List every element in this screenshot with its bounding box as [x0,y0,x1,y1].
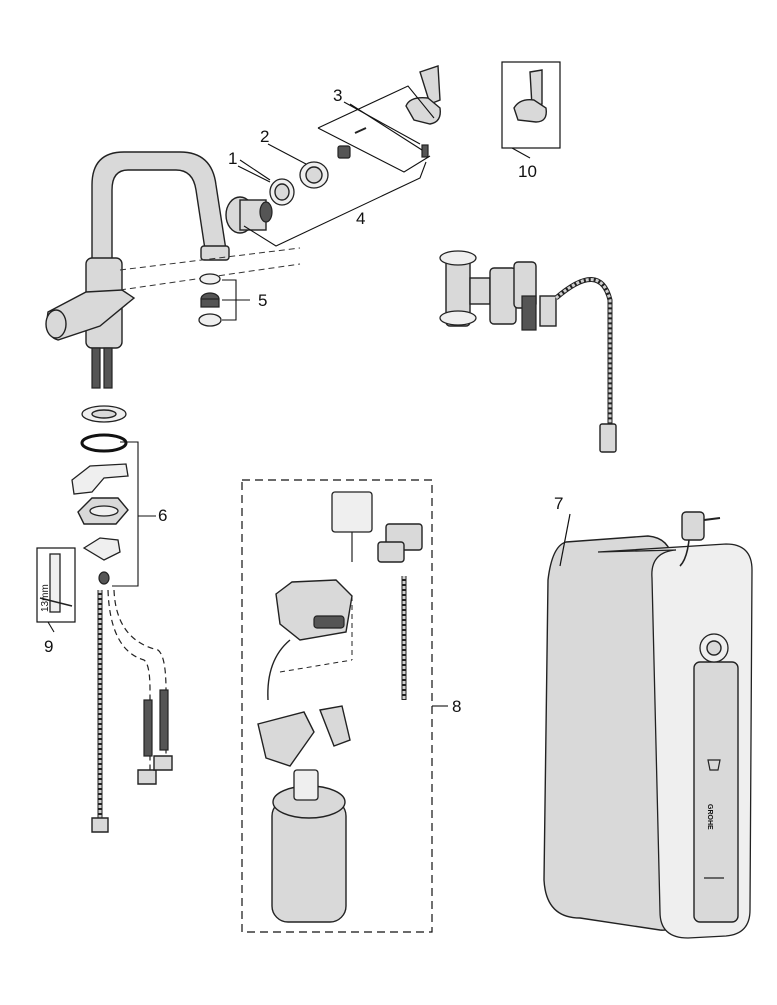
boiler-brand-label: GROHE [706,804,713,830]
faucet-body [45,151,301,389]
faucet-supply-hoses [91,589,173,833]
callout-1: 1 [228,149,237,168]
callout-8: 8 [452,697,461,716]
wrench-tool-box [36,547,76,623]
callout-6: 6 [158,506,167,525]
filter-kit-box [241,479,448,933]
aerator-set [198,273,250,327]
callout-7: 7 [554,494,563,513]
callout-10: 10 [518,162,537,181]
callout-9: 9 [44,637,53,656]
callout-leaders [47,101,531,633]
boiler-unit [543,511,753,939]
cartridge-assembly [225,65,441,234]
callout-5: 5 [258,291,267,310]
callout-3: 3 [333,86,342,105]
tool-size-label: 13mm [40,584,51,612]
callout-4: 4 [356,209,365,228]
callout-lines-3-4 [239,85,435,247]
lever-handle-box [501,61,561,149]
angle-valve-assembly [439,250,617,453]
callout-2: 2 [260,127,269,146]
mounting-kit [71,405,156,587]
